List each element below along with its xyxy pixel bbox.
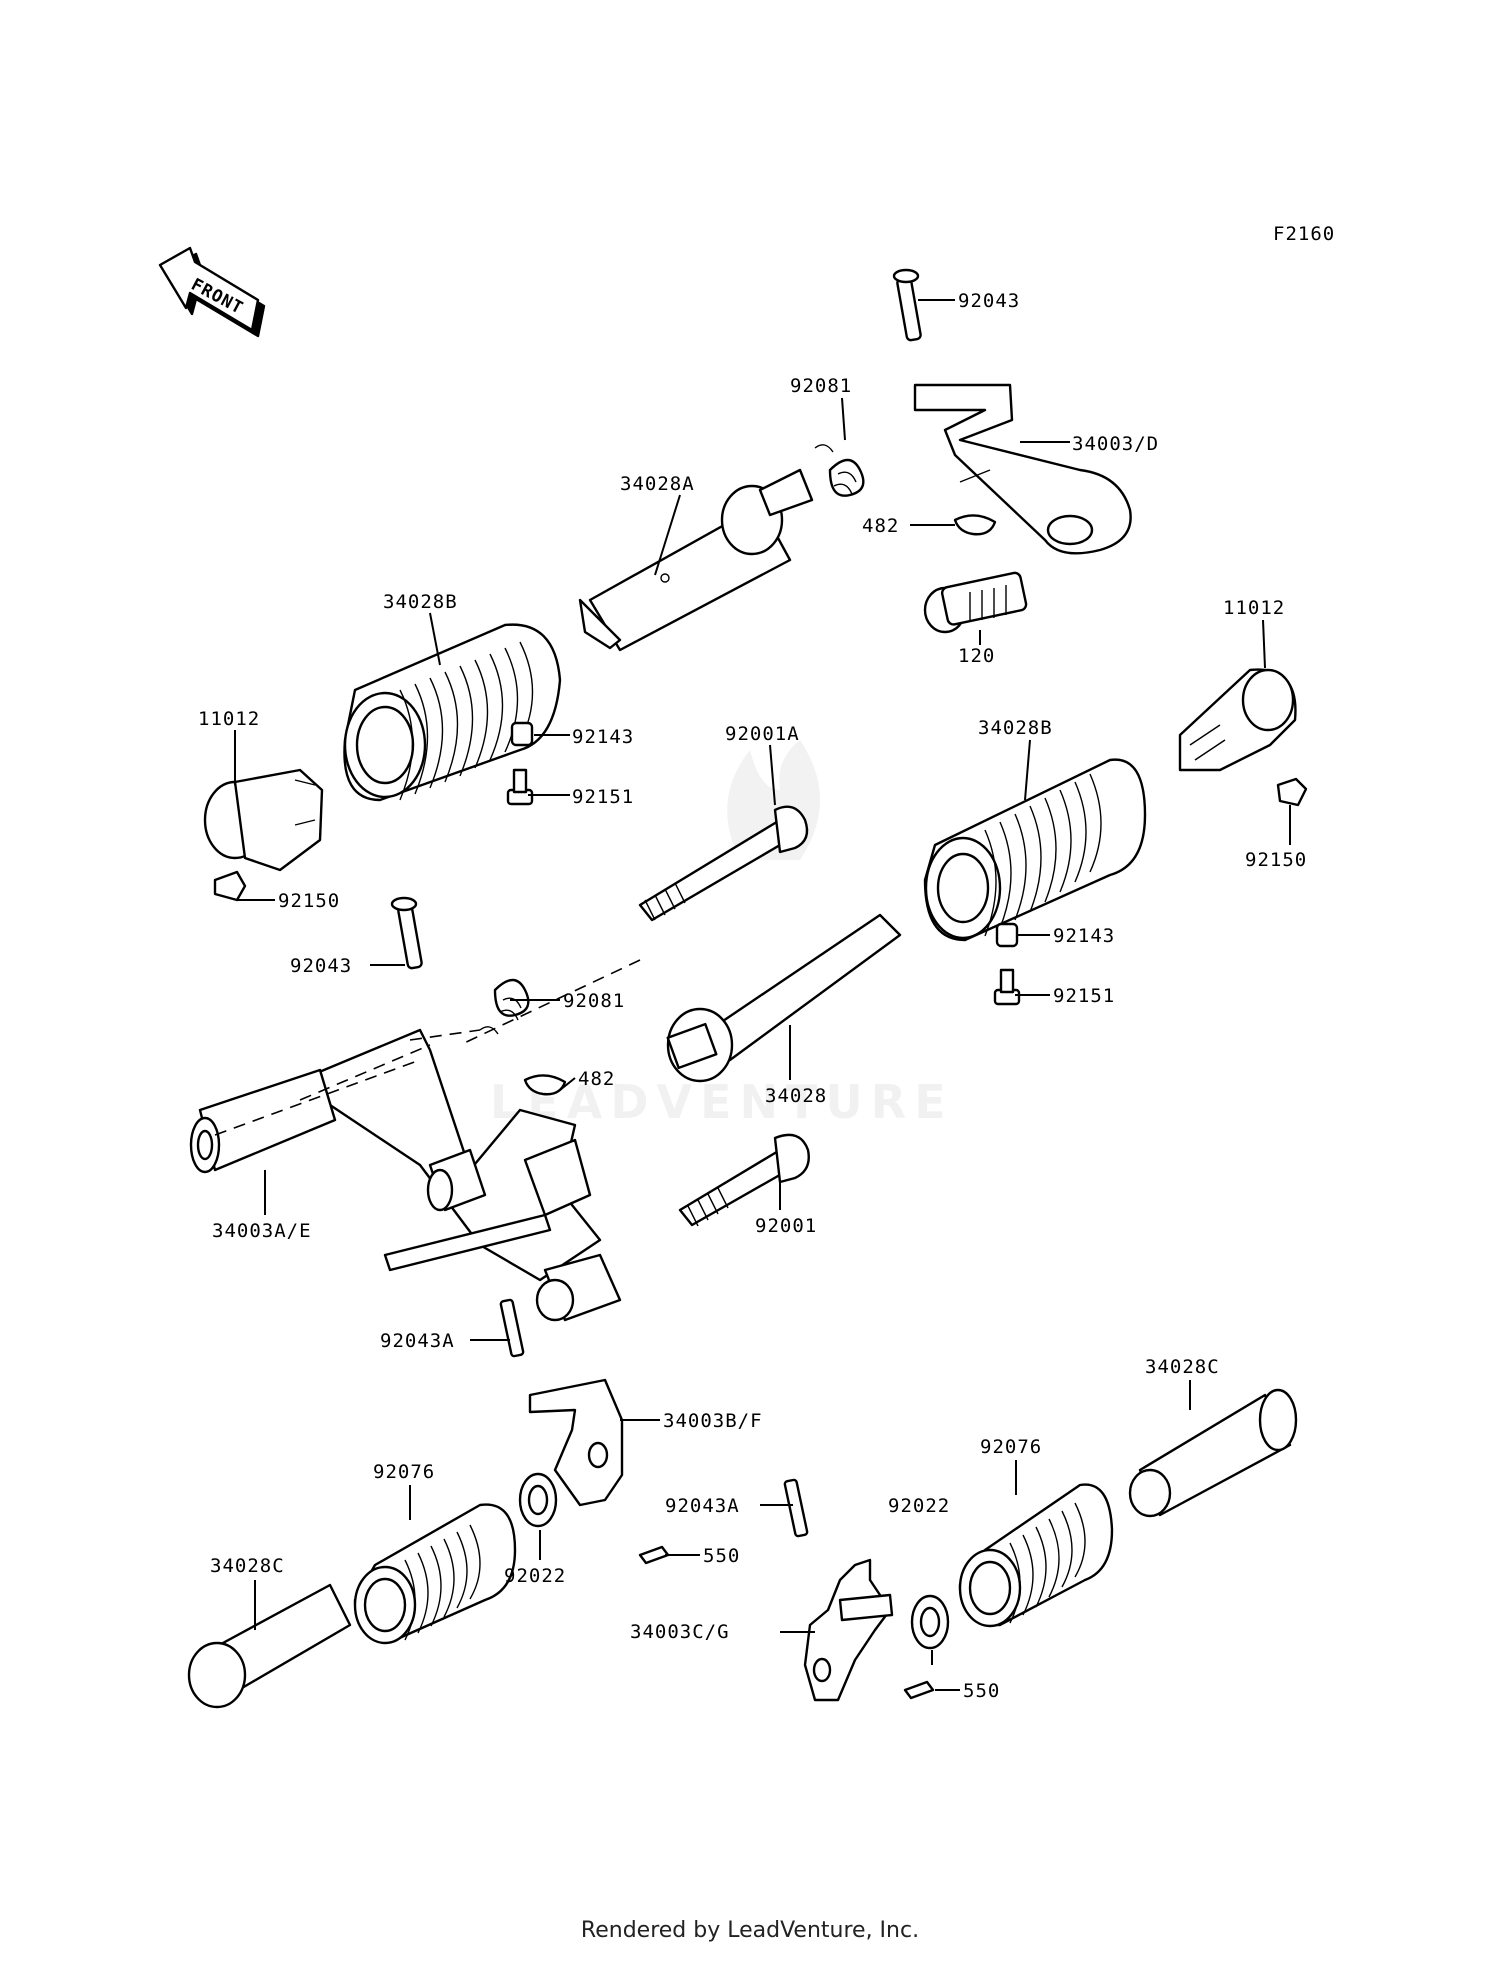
callout-92081-top[interactable]: 92081 <box>790 375 852 397</box>
front-arrow-icon: FRONT <box>158 246 266 338</box>
callout-482-top[interactable]: 482 <box>862 515 899 537</box>
callout-92151-top[interactable]: 92151 <box>572 786 634 808</box>
callout-92043a-lower[interactable]: 92043A <box>665 1495 740 1517</box>
callout-11012-left[interactable]: 11012 <box>198 708 260 730</box>
parts-artwork <box>187 268 1308 1709</box>
callout-92022-right[interactable]: 92022 <box>888 1495 950 1517</box>
callout-92150-right[interactable]: 92150 <box>1245 849 1307 871</box>
callout-550-right[interactable]: 550 <box>963 1680 1000 1702</box>
callout-34028b-right[interactable]: 34028B <box>978 717 1053 739</box>
callout-34028c-right[interactable]: 34028C <box>1145 1356 1220 1378</box>
callout-482-middle[interactable]: 482 <box>578 1068 615 1090</box>
callout-92143-right[interactable]: 92143 <box>1053 925 1115 947</box>
callout-34003b-f[interactable]: 34003B/F <box>663 1410 763 1432</box>
callout-92151-right[interactable]: 92151 <box>1053 985 1115 1007</box>
callout-92143-top[interactable]: 92143 <box>572 726 634 748</box>
callout-92001a[interactable]: 92001A <box>725 723 800 745</box>
callout-11012-right[interactable]: 11012 <box>1223 597 1285 619</box>
callout-92043a-upper[interactable]: 92043A <box>380 1330 455 1352</box>
leader-lines <box>234 299 1291 1691</box>
callout-34028c-left[interactable]: 34028C <box>210 1555 285 1577</box>
callout-92150-left[interactable]: 92150 <box>278 890 340 912</box>
diagram-code: F2160 <box>1273 223 1335 245</box>
callout-34028a[interactable]: 34028A <box>620 473 695 495</box>
callout-34028[interactable]: 34028 <box>765 1085 827 1107</box>
callout-550-left[interactable]: 550 <box>703 1545 740 1567</box>
callout-92022-left[interactable]: 92022 <box>504 1565 566 1587</box>
callout-92076-left[interactable]: 92076 <box>373 1461 435 1483</box>
callout-92043-middle[interactable]: 92043 <box>290 955 352 977</box>
callout-120[interactable]: 120 <box>958 645 995 667</box>
callout-34028b-left[interactable]: 34028B <box>383 591 458 613</box>
callout-labels: 92043 92081 34003/D 34028A 482 120 34028… <box>198 290 1307 1702</box>
render-credit-footer: Rendered by LeadVenture, Inc. <box>580 1918 920 1943</box>
callout-92001[interactable]: 92001 <box>755 1215 817 1237</box>
callout-34003c-g[interactable]: 34003C/G <box>630 1621 730 1643</box>
callout-92043-top[interactable]: 92043 <box>958 290 1020 312</box>
callout-92081-middle[interactable]: 92081 <box>563 990 625 1012</box>
callout-92076-right[interactable]: 92076 <box>980 1436 1042 1458</box>
callout-34003a-e[interactable]: 34003A/E <box>212 1220 312 1242</box>
callout-34003-d[interactable]: 34003/D <box>1072 433 1159 455</box>
